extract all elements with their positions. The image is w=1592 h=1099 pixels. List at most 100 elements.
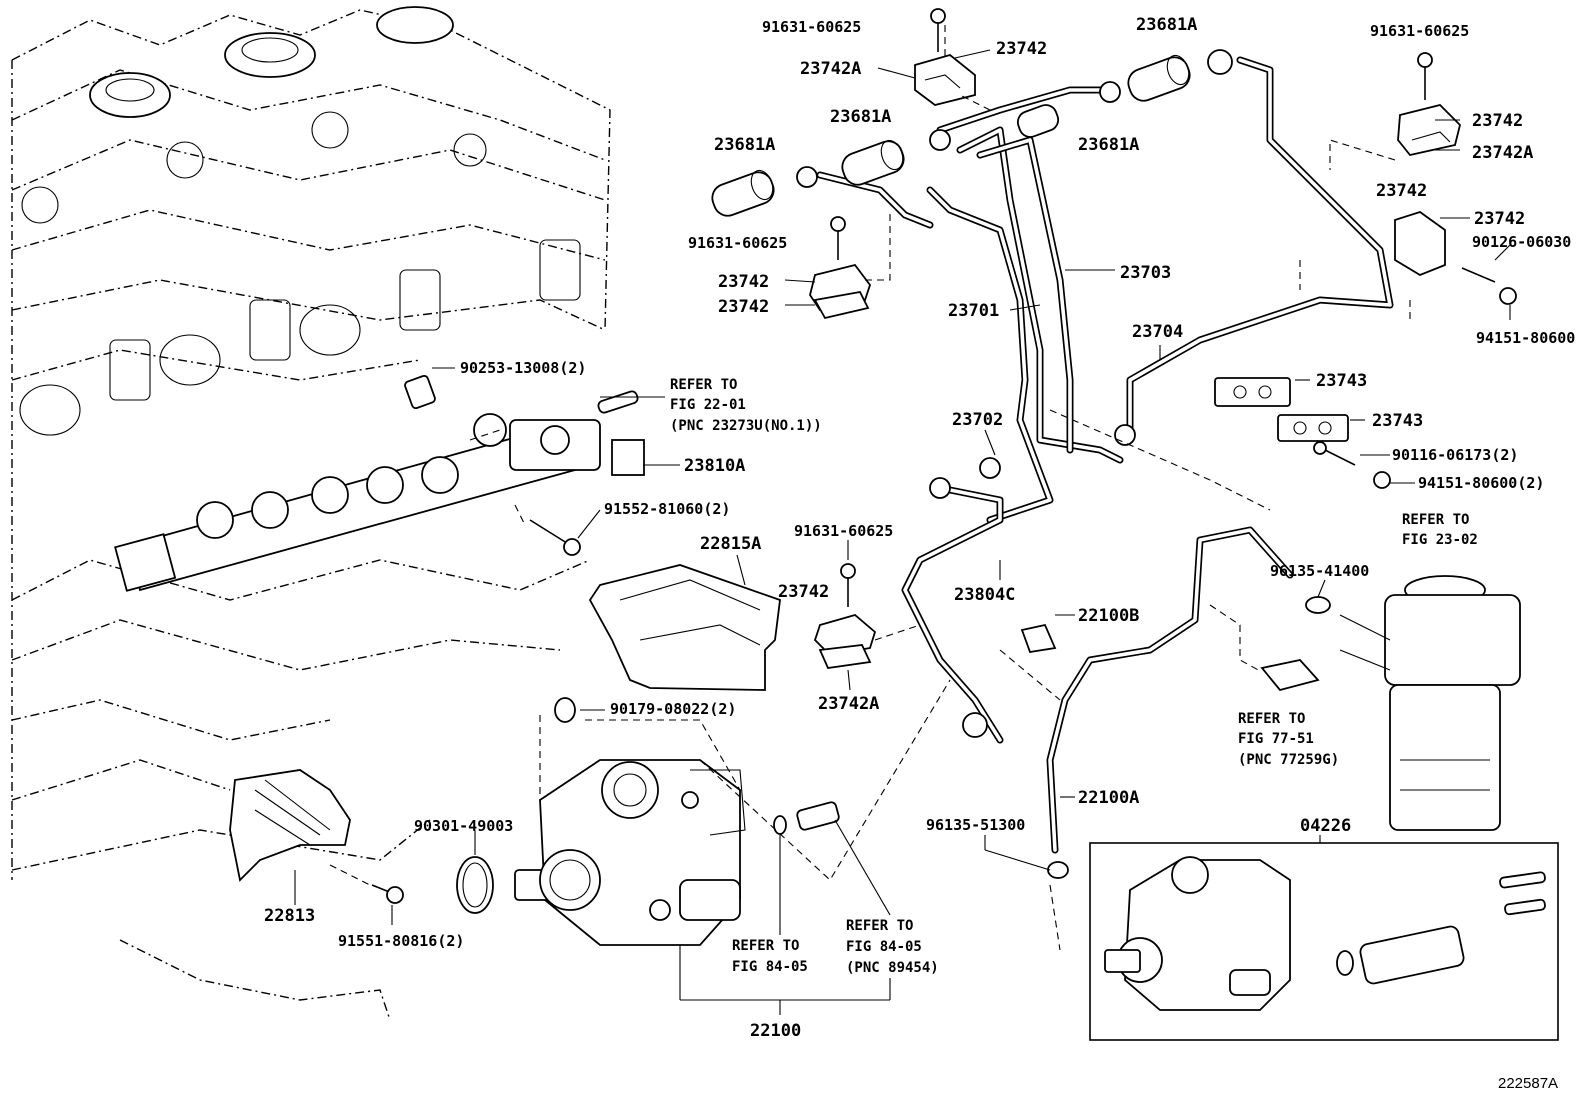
- sleeve-23681A-mid: [841, 139, 905, 186]
- bolt-91631-60625-left: [830, 216, 846, 260]
- clamp-23742-right-lower: [1394, 211, 1446, 277]
- kit-04226-box: [1089, 842, 1559, 1041]
- bolt-91551-80816: [371, 884, 404, 904]
- label-23743-2: 23743: [1372, 411, 1423, 431]
- label-23742-right2: 23742: [1376, 181, 1427, 201]
- common-rail-23810A: [114, 413, 645, 592]
- label-91552-81060: 91552-81060(2): [604, 500, 730, 518]
- stud-90126-06030: [1461, 267, 1517, 305]
- label-23742-right3: 23742: [1474, 209, 1525, 229]
- injection-pipes: [796, 49, 1394, 854]
- label-22100: 22100: [750, 1021, 801, 1041]
- label-23804C: 23804C: [954, 585, 1015, 605]
- label-23704: 23704: [1132, 322, 1183, 342]
- clamp-23742-mid: [813, 614, 877, 669]
- label-ref-22-01-b: FIG 22-01: [670, 397, 746, 413]
- clip-96135-41400: [1305, 596, 1331, 614]
- leader-lines: [294, 25, 1511, 1015]
- label-90116-06173: 90116-06173(2): [1392, 446, 1518, 464]
- pipe-ref-22-01: [597, 390, 639, 414]
- clamp-23742-top: [914, 54, 976, 106]
- label-23681A-right: 23681A: [1078, 135, 1139, 155]
- label-ref-84-05b-a: REFER TO: [846, 918, 913, 934]
- label-ref-23-02-a: REFER TO: [1402, 512, 1469, 528]
- label-04226: 04226: [1300, 816, 1351, 836]
- nut-90179-08022: [554, 697, 576, 723]
- label-23701: 23701: [948, 301, 999, 321]
- bracket-22813: [229, 769, 351, 882]
- label-94151-80600: 94151-80600: [1476, 329, 1575, 347]
- label-23681A-left: 23681A: [714, 135, 775, 155]
- fuel-filter-ref-23-02: [1339, 575, 1521, 831]
- label-23810A: 23810A: [684, 456, 745, 476]
- sleeve-23681A-right: [1016, 104, 1060, 138]
- sleeve-23681A-left: [711, 169, 775, 217]
- supply-pump-22100: [514, 759, 746, 946]
- labels: 91631-60625 23742 23742A 23681A 91631-60…: [264, 15, 1575, 1092]
- clamp-23742-right: [1397, 104, 1461, 157]
- label-ref-84-05a-b: FIG 84-05: [732, 959, 808, 975]
- label-91631-60625-mid: 91631-60625: [794, 522, 893, 540]
- plug-90253-13008: [404, 374, 436, 410]
- label-ref-23-02-b: FIG 23-02: [1402, 532, 1478, 548]
- label-91631-60625-left: 91631-60625: [688, 234, 787, 252]
- label-90179-08022: 90179-08022(2): [610, 700, 736, 718]
- label-91551-80816: 91551-80816(2): [338, 932, 464, 950]
- label-ref-84-05b-c: (PNC 89454): [846, 960, 939, 976]
- label-23681A-mid: 23681A: [830, 107, 891, 127]
- cover-22815A: [588, 564, 781, 691]
- label-22100B: 22100B: [1078, 606, 1139, 626]
- label-23742-mid: 23742: [778, 582, 829, 602]
- bolt-91552-81060: [529, 519, 581, 556]
- label-91631-60625-right: 91631-60625: [1370, 22, 1469, 40]
- label-22813: 22813: [264, 906, 315, 926]
- label-23742-top: 23742: [996, 39, 1047, 59]
- label-ref-84-05b-b: FIG 84-05: [846, 939, 922, 955]
- label-23743-1: 23743: [1316, 371, 1367, 391]
- diagram-id: 222587A: [1498, 1075, 1558, 1092]
- cam-boss-2: [89, 72, 171, 118]
- label-ref-77-51-a: REFER TO: [1238, 711, 1305, 727]
- clamp-23743-2: [1277, 414, 1349, 442]
- cam-boss-3: [376, 6, 454, 44]
- label-ref-77-51-c: (PNC 77259G): [1238, 752, 1339, 768]
- bolt-90116-06173: [1313, 441, 1356, 466]
- label-23742A-top: 23742A: [800, 59, 861, 79]
- label-22100A: 22100A: [1078, 788, 1139, 808]
- label-23702: 23702: [952, 410, 1003, 430]
- bolt-91631-60625-right: [1417, 52, 1433, 100]
- label-90126-06030: 90126-06030: [1472, 233, 1571, 251]
- label-23742-left2: 23742: [718, 297, 769, 317]
- label-23681A-top: 23681A: [1136, 15, 1197, 35]
- label-90253-13008: 90253-13008(2): [460, 359, 586, 377]
- sensor-valve: [796, 801, 840, 831]
- label-91631-60625-top: 91631-60625: [762, 18, 861, 36]
- o-ring-small: [773, 815, 787, 835]
- label-90301-49003: 90301-49003: [414, 817, 513, 835]
- clip-22100B: [1020, 623, 1057, 654]
- label-23742-left1: 23742: [718, 272, 769, 292]
- clamp-23743-1: [1214, 377, 1291, 407]
- bolt-91631-60625-mid: [840, 563, 856, 607]
- label-23742-right1: 23742: [1472, 111, 1523, 131]
- label-ref-84-05a-a: REFER TO: [732, 938, 799, 954]
- bolt-91631-60625-top: [930, 8, 946, 52]
- sleeve-23681A-top: [1127, 54, 1191, 102]
- engine-block-outline: [11, 6, 611, 1021]
- label-23703: 23703: [1120, 263, 1171, 283]
- cam-boss-1: [224, 32, 316, 78]
- label-23742A-mid: 23742A: [818, 694, 879, 714]
- label-22815A: 22815A: [700, 534, 761, 554]
- nut-94151-80600: [1373, 471, 1391, 489]
- label-ref-22-01-c: (PNC 23273U(NO.1)): [670, 418, 822, 434]
- bracket-ref-77-51: [1260, 659, 1320, 692]
- clip-96135-51300: [1047, 861, 1069, 879]
- label-ref-22-01-a: REFER TO: [670, 377, 737, 393]
- label-96135-51300: 96135-51300: [926, 816, 1025, 834]
- o-ring-90301-49003: [456, 856, 494, 914]
- label-94151-80600-2: 94151-80600(2): [1418, 474, 1544, 492]
- clamp-23742-left: [809, 263, 872, 320]
- label-23742A-right: 23742A: [1472, 143, 1533, 163]
- label-ref-77-51-b: FIG 77-51: [1238, 731, 1314, 747]
